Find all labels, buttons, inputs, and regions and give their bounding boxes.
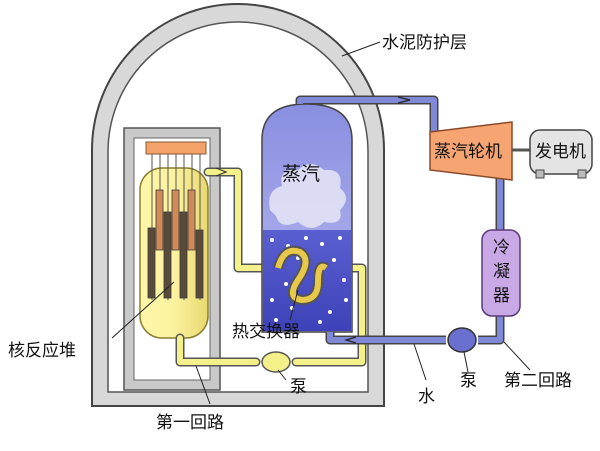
condenser <box>481 229 521 317</box>
control-rod-drive <box>145 141 207 155</box>
secondary-flow-arrow-top <box>397 96 411 104</box>
heat-exchanger-coil <box>273 245 329 306</box>
label-steam: 蒸汽 <box>282 163 320 185</box>
label-turbine: 蒸汽轮机 <box>434 142 502 162</box>
label-water: 水 <box>418 387 435 407</box>
label-condenser-3: 器 <box>493 286 510 306</box>
label-secondary-loop: 第二回路 <box>504 371 572 391</box>
steam-cloud <box>269 164 346 228</box>
generator-foot-right <box>577 169 587 179</box>
label-condenser-2: 凝 <box>493 262 510 282</box>
steam-generator-water <box>263 230 351 331</box>
secondary-loop-pipe <box>295 95 505 345</box>
secondary-pump <box>447 327 477 353</box>
label-heat-exchanger: 热交换器 <box>232 322 300 342</box>
label-primary-loop: 第一回路 <box>156 413 224 433</box>
secondary-flow-arrow-bottom <box>343 336 357 344</box>
generator-foot-left <box>535 169 545 179</box>
primary-flow-arrow <box>215 167 228 177</box>
label-reactor-core: 核反应堆 <box>8 341 76 361</box>
label-pump-primary: 泵 <box>290 377 307 397</box>
steam-turbine <box>429 121 513 181</box>
label-containment: 水泥防护层 <box>382 33 467 53</box>
primary-pump <box>261 351 291 373</box>
generator <box>529 129 593 175</box>
label-generator: 发电机 <box>535 142 586 162</box>
fuel-rods <box>147 189 204 299</box>
label-pump-secondary: 泵 <box>460 371 477 391</box>
leader-lines <box>111 41 531 405</box>
label-condenser-1: 冷 <box>493 238 510 258</box>
